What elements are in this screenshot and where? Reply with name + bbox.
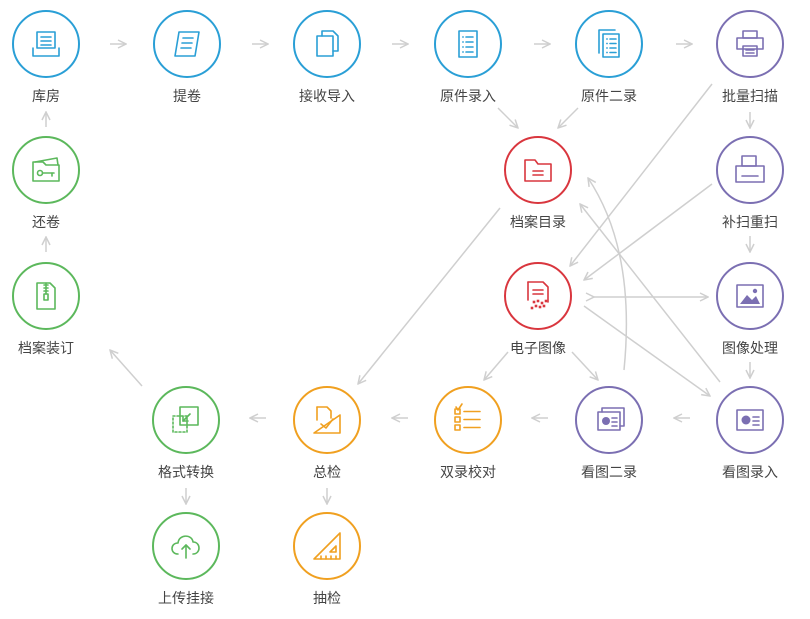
node-label: 电子图像	[510, 341, 566, 357]
node-circle	[12, 10, 80, 78]
node-circle	[12, 136, 80, 204]
node-circle	[504, 136, 572, 204]
node-circle	[716, 262, 784, 330]
node-circle	[152, 386, 220, 454]
arrow-dianzi-kantuer	[571, 351, 598, 380]
node-kantu-er: 看图二录	[575, 386, 643, 481]
node-circle	[716, 10, 784, 78]
node-piliang: 批量扫描	[716, 10, 784, 105]
image-file-icon	[527, 281, 549, 310]
node-label: 库房	[32, 89, 60, 105]
node-circle	[153, 10, 221, 78]
node-jieshou: 接收导入	[293, 10, 361, 105]
node-label: 档案装订	[18, 340, 74, 357]
node-label: 上传挂接	[158, 590, 214, 607]
cloud-upload-icon	[171, 535, 200, 559]
scanner-icon	[735, 155, 765, 183]
node-tijuan: 提卷	[153, 10, 221, 105]
node-label: 批量扫描	[722, 89, 778, 105]
arrow-kantuer-mulu	[588, 178, 628, 371]
folder-icon	[524, 159, 552, 182]
node-label: 补扫重扫	[722, 215, 778, 231]
node-circle	[293, 386, 361, 454]
node-busao: 补扫重扫	[716, 136, 784, 231]
node-label: 提卷	[173, 89, 201, 105]
node-circle	[434, 10, 502, 78]
node-chuli: 图像处理	[716, 262, 784, 357]
format-convert-icon	[172, 406, 199, 433]
image-card-icon	[736, 409, 764, 431]
node-label: 看图二录	[581, 465, 637, 481]
node-shangchuan: 上传挂接	[152, 512, 220, 607]
node-shuanglu: 双录校对	[434, 386, 502, 481]
arrow-piliang-dianzi	[570, 83, 713, 266]
document-list-icon	[458, 30, 478, 58]
node-kufang: 库房	[12, 10, 80, 105]
node-label: 原件录入	[440, 89, 496, 105]
node-kantu-lu: 看图录入	[716, 386, 784, 481]
node-dianzi: 电子图像	[504, 262, 572, 357]
node-label: 抽检	[313, 591, 341, 607]
node-label: 接收导入	[299, 88, 355, 105]
documents-list-icon	[598, 29, 620, 58]
node-label: 还卷	[32, 215, 60, 231]
node-dangan-mulu: 档案目录	[504, 136, 572, 231]
node-label: 档案目录	[510, 214, 566, 231]
node-circle	[575, 10, 643, 78]
flow-arrows	[46, 44, 750, 504]
node-label: 双录校对	[440, 464, 496, 481]
arrow-mulu-zongjian	[358, 207, 501, 384]
arrow-kantulu-mulu	[580, 204, 721, 383]
zip-file-icon	[36, 282, 56, 310]
node-zhuangding: 档案装订	[12, 262, 80, 357]
node-circle	[12, 262, 80, 330]
arrow-busao-dianzi	[584, 183, 713, 280]
picture-icon	[736, 284, 764, 308]
arrow-dianzi-kantulu	[583, 305, 710, 396]
arrow-yuanjian-mulu	[497, 107, 518, 128]
node-circle	[293, 10, 361, 78]
node-zongjian: 总检	[293, 386, 361, 481]
node-label: 格式转换	[158, 464, 214, 481]
archive-box-icon	[32, 31, 60, 57]
arrow-erlu-mulu	[558, 107, 579, 128]
scroll-icon	[174, 31, 200, 57]
node-choujian: 抽检	[293, 512, 361, 607]
node-yuanjian-lu: 原件录入	[434, 10, 502, 105]
node-label: 看图录入	[722, 465, 778, 481]
node-circle	[716, 136, 784, 204]
node-label: 图像处理	[722, 341, 778, 357]
printer-icon	[736, 30, 764, 57]
set-square-icon	[313, 532, 341, 560]
documents-import-icon	[316, 30, 339, 57]
folder-key-icon	[32, 157, 60, 182]
node-label: 总检	[313, 465, 341, 481]
ruler-check-icon	[313, 406, 341, 434]
arrow-geshi-zhuangding	[110, 350, 143, 387]
node-circle	[504, 262, 572, 330]
checklist-icon	[454, 403, 481, 431]
node-huanjuan: 还卷	[12, 136, 80, 231]
node-label: 原件二录	[581, 89, 637, 105]
image-cards-icon	[597, 407, 625, 431]
arrow-dianzi-shuanglu	[484, 351, 509, 380]
node-geshi: 格式转换	[152, 386, 220, 481]
node-yuanjian-er: 原件二录	[575, 10, 643, 105]
